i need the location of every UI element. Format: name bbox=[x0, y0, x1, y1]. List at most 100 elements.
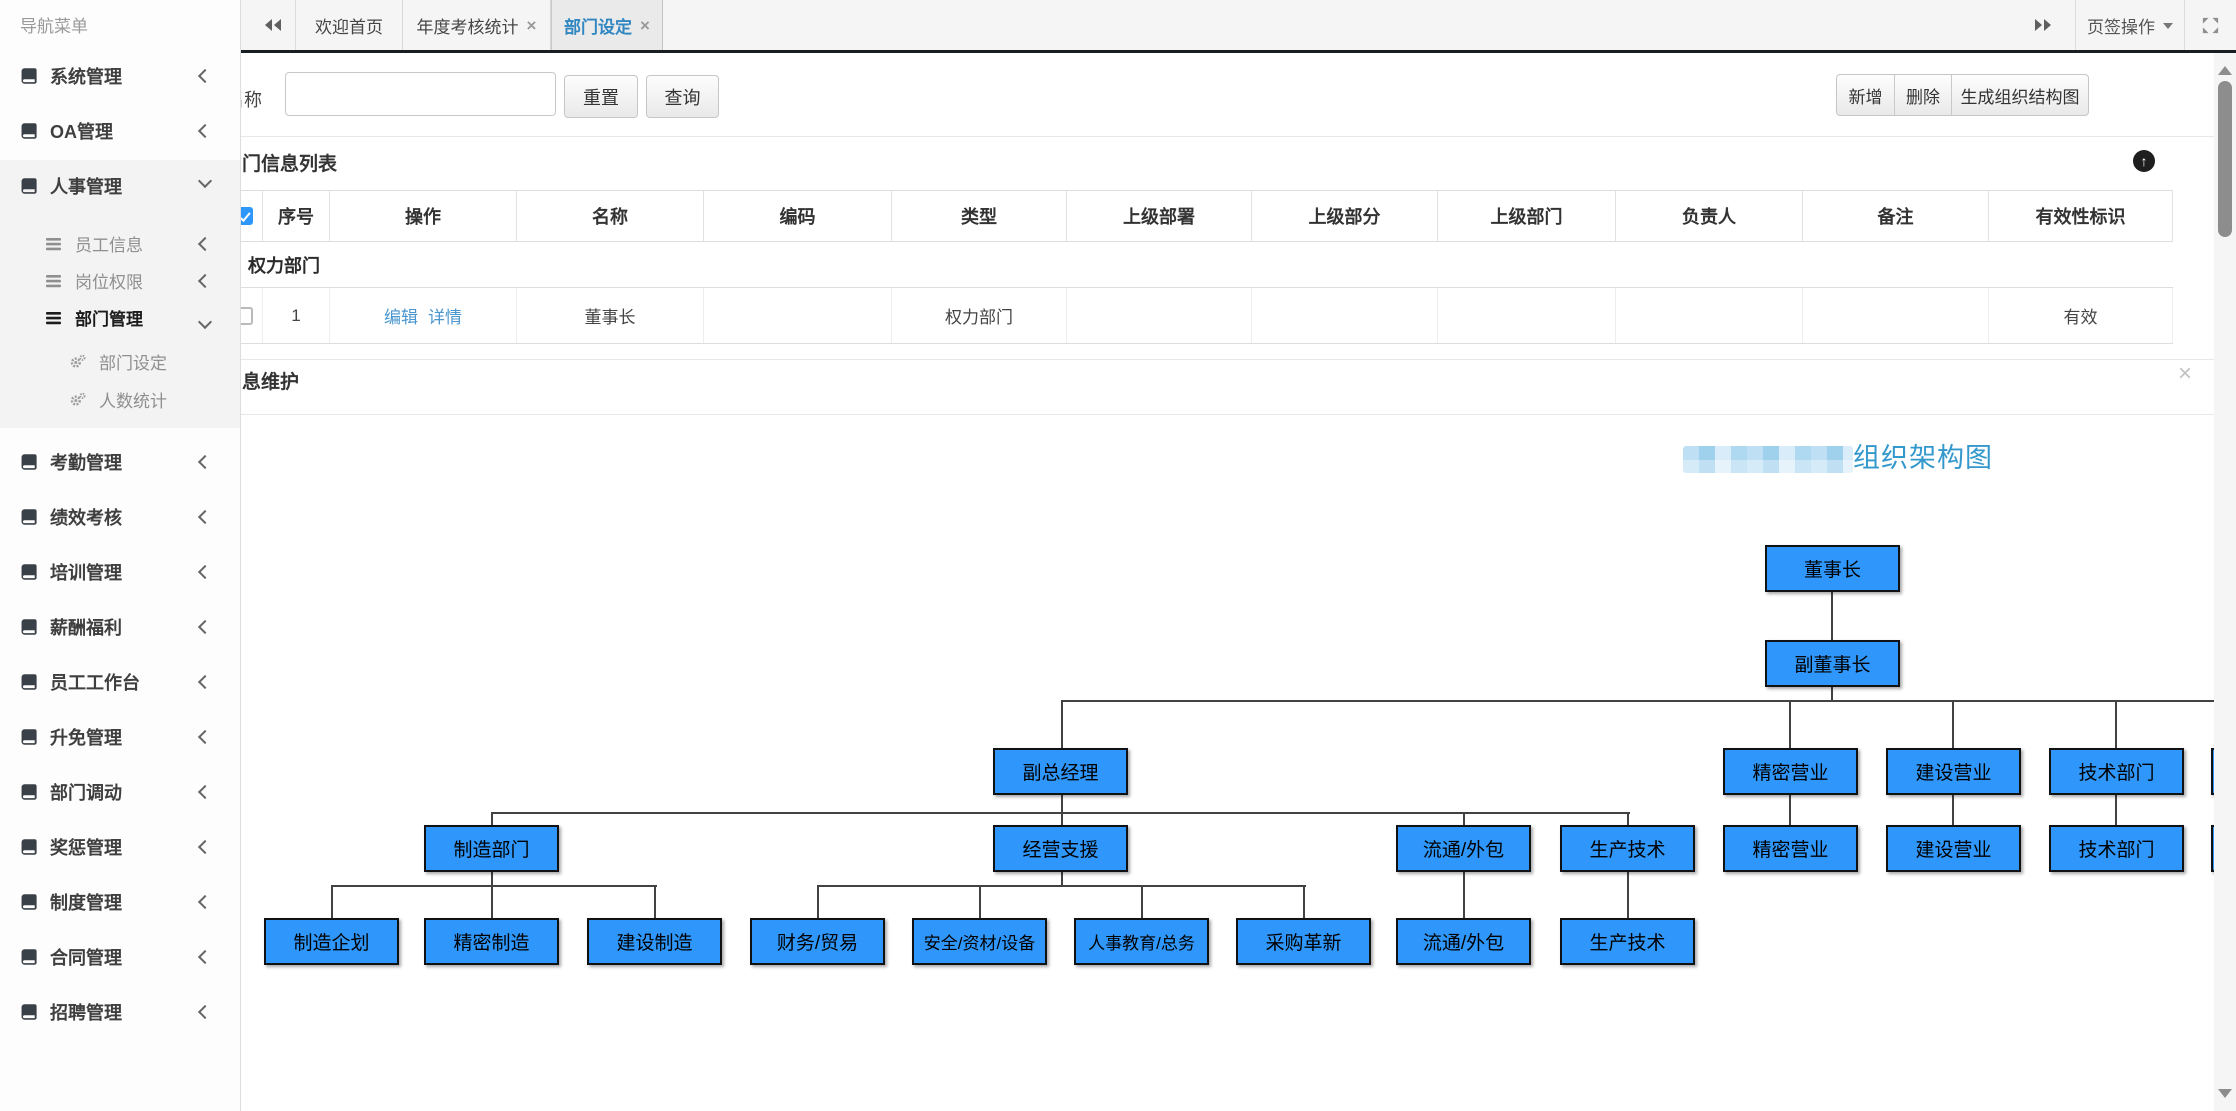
tab-close-icon[interactable]: × bbox=[526, 15, 537, 35]
tab[interactable]: 部门设定× bbox=[551, 0, 663, 50]
double-chevron-left-icon bbox=[259, 19, 272, 31]
org-connector-line bbox=[1463, 872, 1465, 919]
reset-button[interactable]: 重置 bbox=[564, 75, 638, 118]
org-connector-line bbox=[1952, 700, 1954, 748]
org-node: 财务/贸易 bbox=[750, 918, 885, 965]
tab[interactable]: 欢迎首页 bbox=[296, 0, 403, 50]
name-field-label: 名称 bbox=[240, 90, 262, 110]
org-node: 制造企划 bbox=[264, 918, 399, 965]
org-connector-line bbox=[1062, 700, 2236, 702]
edit-link[interactable]: 编辑 bbox=[384, 308, 418, 327]
sidebar-item[interactable]: 升免管理 bbox=[0, 709, 240, 764]
sidebar-title: 导航菜单 bbox=[20, 17, 88, 36]
column-header: 上级部署 bbox=[1067, 191, 1252, 241]
sidebar-item[interactable]: 薪酬福利 bbox=[0, 599, 240, 654]
sidebar-item-label: 奖惩管理 bbox=[50, 837, 122, 858]
double-chevron-left-icon bbox=[268, 19, 281, 31]
book-icon bbox=[20, 67, 37, 84]
sidebar-item[interactable]: 岗位权限 bbox=[0, 262, 240, 299]
fullscreen-button[interactable] bbox=[2185, 0, 2236, 50]
scroll-down-arrow-icon[interactable] bbox=[2218, 1089, 2232, 1105]
sidebar-item-label: 部门调动 bbox=[50, 782, 122, 803]
org-connector-line bbox=[817, 885, 1306, 887]
sidebar-item-label: 部门设定 bbox=[99, 353, 167, 373]
search-button[interactable]: 查询 bbox=[646, 75, 719, 118]
sidebar-item[interactable]: 员工工作台 bbox=[0, 654, 240, 709]
chevron-left-icon bbox=[197, 123, 213, 138]
tabs-scroll-left-button[interactable] bbox=[240, 0, 296, 50]
collapse-panel-button[interactable]: ↑ bbox=[2133, 150, 2155, 172]
org-connector-line bbox=[1831, 687, 1833, 701]
org-node: 技术部门 bbox=[2049, 748, 2184, 795]
tab[interactable]: 年度考核统计× bbox=[403, 0, 551, 50]
org-connector-line bbox=[1789, 700, 1791, 748]
org-node: 技术部门 bbox=[2049, 825, 2184, 872]
sidebar-item[interactable]: 系统管理 bbox=[0, 48, 240, 103]
org-connector-line bbox=[1141, 885, 1143, 919]
close-icon[interactable]: × bbox=[2178, 360, 2193, 387]
delete-button[interactable]: 删除 bbox=[1895, 75, 1952, 115]
sidebar-item[interactable]: 人事管理 bbox=[0, 158, 240, 213]
tab-bar-right-controls: 页签操作 bbox=[2020, 0, 2236, 50]
sidebar-item-label: 培训管理 bbox=[50, 562, 122, 583]
scrollbar-thumb[interactable] bbox=[2218, 81, 2232, 237]
sidebar-item[interactable]: 部门管理 bbox=[0, 299, 240, 336]
tab-list: 欢迎首页年度考核统计×部门设定× bbox=[296, 0, 663, 50]
table-cell bbox=[704, 288, 892, 343]
sidebar-item-label: 薪酬福利 bbox=[50, 617, 122, 638]
column-header: 类型 bbox=[892, 191, 1067, 241]
vertical-scrollbar[interactable] bbox=[2214, 53, 2236, 1111]
add-button[interactable]: 新增 bbox=[1837, 75, 1895, 115]
sidebar-item[interactable]: 部门设定 bbox=[0, 342, 240, 380]
row-checkbox[interactable] bbox=[240, 306, 253, 325]
tab-operations-dropdown[interactable]: 页签操作 bbox=[2075, 0, 2185, 50]
sidebar-item[interactable]: 招聘管理 bbox=[0, 984, 240, 1039]
org-node: 人事教育/总务 bbox=[1074, 918, 1209, 965]
org-connector-line bbox=[331, 885, 657, 887]
org-node: 流通/外包 bbox=[1396, 825, 1531, 872]
tab-bar: 欢迎首页年度考核统计×部门设定× 页签操作 bbox=[240, 0, 2236, 53]
chevron-left-icon bbox=[197, 729, 213, 744]
org-node: 建设制造 bbox=[587, 918, 722, 965]
scroll-up-arrow-icon[interactable] bbox=[2218, 59, 2232, 75]
org-node: 制造部门 bbox=[424, 825, 559, 872]
expand-arrows-icon bbox=[2202, 17, 2219, 33]
column-header: 序号 bbox=[263, 191, 330, 241]
org-connector-line bbox=[1061, 795, 1063, 813]
divider bbox=[240, 359, 2214, 360]
org-node: 精密营业 bbox=[1723, 825, 1858, 872]
org-connector-line bbox=[331, 885, 333, 919]
checkbox-cell bbox=[240, 191, 263, 241]
sidebar-item[interactable]: 培训管理 bbox=[0, 544, 240, 599]
generate-org-chart-button[interactable]: 生成组织结构图 bbox=[1960, 87, 2080, 107]
tab-close-icon[interactable]: × bbox=[640, 15, 650, 35]
sidebar-item[interactable]: 制度管理 bbox=[0, 874, 240, 929]
table-cell bbox=[1438, 288, 1616, 343]
tabs-scroll-right-button[interactable] bbox=[2020, 0, 2075, 50]
name-search-input[interactable] bbox=[285, 72, 556, 116]
sidebar-item[interactable]: 奖惩管理 bbox=[0, 819, 240, 874]
sidebar-item[interactable]: 员工信息 bbox=[0, 225, 240, 262]
bars-icon bbox=[46, 274, 62, 288]
sidebar-item[interactable]: 部门调动 bbox=[0, 764, 240, 819]
book-icon bbox=[20, 177, 37, 194]
column-header: 名称 bbox=[517, 191, 704, 241]
sidebar-item[interactable]: 人数统计 bbox=[0, 380, 240, 418]
divider bbox=[240, 414, 2214, 415]
table-cell bbox=[1252, 288, 1438, 343]
column-header: 上级部分 bbox=[1252, 191, 1438, 241]
sidebar-item[interactable]: 考勤管理 bbox=[0, 434, 240, 489]
column-header: 负责人 bbox=[1616, 191, 1803, 241]
book-icon bbox=[20, 618, 37, 635]
chevron-left-icon bbox=[197, 68, 213, 83]
sidebar-item[interactable]: 合同管理 bbox=[0, 929, 240, 984]
sidebar-item[interactable]: OA管理 bbox=[0, 103, 240, 158]
select-all-checkbox[interactable] bbox=[240, 207, 253, 225]
chevron-left-icon bbox=[197, 619, 213, 634]
org-connector-line bbox=[491, 812, 1630, 814]
sidebar-item[interactable]: 绩效考核 bbox=[0, 489, 240, 544]
book-icon bbox=[20, 893, 37, 910]
details-link[interactable]: 详情 bbox=[428, 308, 462, 327]
